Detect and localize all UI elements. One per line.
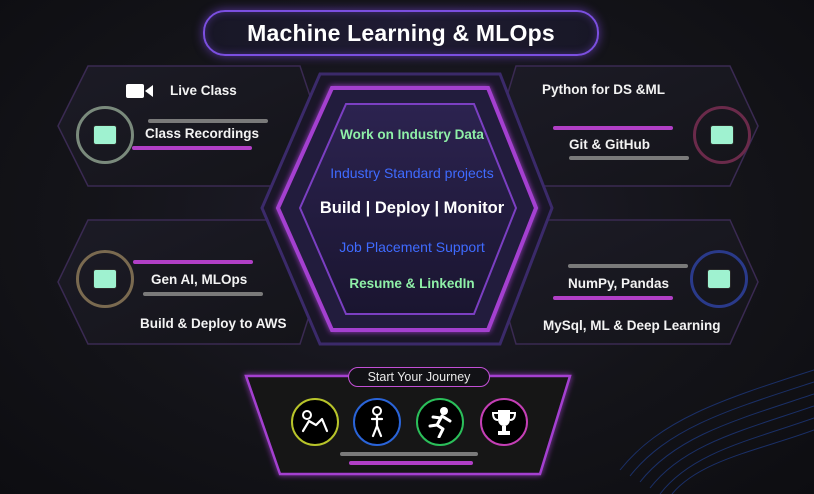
numpy-circle [690, 250, 748, 308]
decor-bar [569, 156, 689, 160]
standing-child-icon [353, 398, 401, 446]
decor-bar [349, 461, 473, 465]
gen-ai-label: Gen AI, MLOps [151, 272, 248, 287]
screen-icon [93, 269, 117, 289]
decor-bar [148, 119, 268, 123]
video-camera-icon [126, 83, 154, 99]
numpy-label: NumPy, Pandas [568, 276, 670, 291]
git-label: Git & GitHub [569, 137, 650, 152]
build-deploy-monitor-label: Build | Deploy | Monitor [319, 199, 505, 217]
start-journey-badge[interactable]: Start Your Journey [348, 367, 490, 387]
screen-icon [707, 269, 731, 289]
running-person-icon [416, 398, 464, 446]
screen-icon [93, 125, 117, 145]
decor-bar [133, 260, 253, 264]
class-recordings-circle [76, 106, 134, 164]
decor-bar [553, 126, 673, 130]
decor-bar [143, 292, 263, 296]
decor-bar [568, 264, 688, 268]
industry-projects-label: Industry Standard projects [330, 165, 494, 181]
page-title: Machine Learning & MLOps [203, 10, 599, 56]
build-aws-label: Build & Deploy to AWS [140, 316, 287, 331]
decor-bar [340, 452, 478, 456]
live-class-label: Live Class [170, 83, 237, 98]
gen-ai-circle [76, 250, 134, 308]
job-placement-label: Job Placement Support [339, 239, 485, 255]
center-hex-inner [298, 103, 518, 315]
mysql-label: MySql, ML & Deep Learning [543, 318, 721, 333]
resume-linkedin-label: Resume & LinkedIn [349, 276, 475, 291]
wave-decoration [619, 369, 814, 494]
class-recordings-label: Class Recordings [145, 126, 260, 141]
industry-data-label: Work on Industry Data [340, 127, 484, 142]
python-label: Python for DS &ML [542, 82, 665, 97]
decor-bar [553, 296, 673, 300]
crawling-baby-icon [291, 398, 339, 446]
git-circle [693, 106, 751, 164]
trophy-icon [480, 398, 528, 446]
decor-bar [132, 146, 252, 150]
screen-icon [710, 125, 734, 145]
